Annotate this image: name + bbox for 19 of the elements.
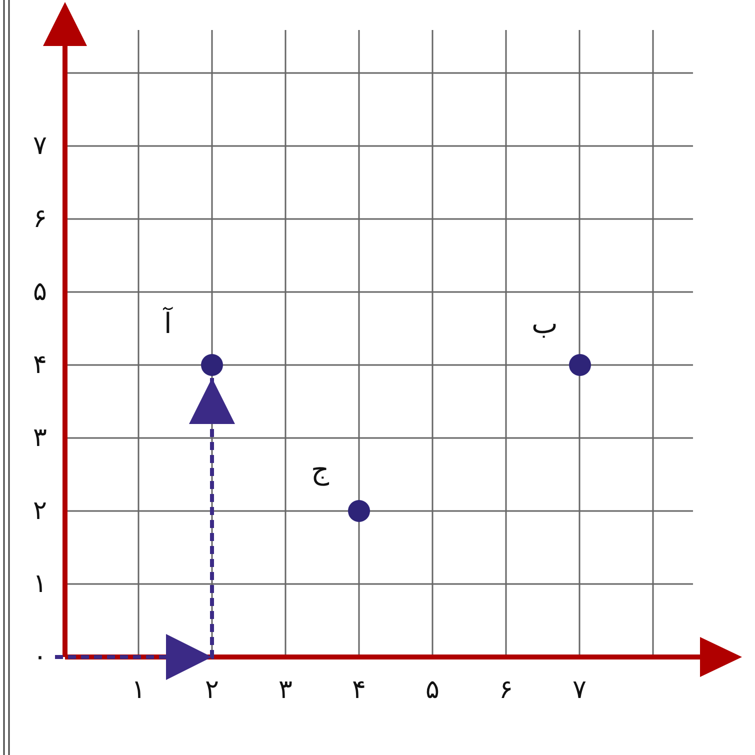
axis-tick-label: ۷ xyxy=(32,131,48,161)
point-label: ب xyxy=(532,307,558,341)
axis-tick-label: ۳ xyxy=(278,675,294,705)
point-label: آ xyxy=(164,307,172,341)
axis-tick-label: ۴ xyxy=(351,675,367,705)
axis-tick-label: ۵ xyxy=(32,277,48,307)
axis-tick-label: ۲ xyxy=(32,496,48,526)
axis-tick-label: ۱ xyxy=(32,569,48,599)
axis-tick-label: ۴ xyxy=(32,350,48,380)
origin-label: ۰ xyxy=(25,642,55,672)
axis-tick-label: ۳ xyxy=(32,423,48,453)
point-label: ج xyxy=(311,453,330,487)
axis-tick-label: ۶ xyxy=(498,675,514,705)
axis-tick-label: ۷ xyxy=(572,675,588,705)
path-arrow xyxy=(55,378,235,680)
axis-tick-label: ۲ xyxy=(204,675,220,705)
axis-tick-label: ۵ xyxy=(424,675,440,705)
axis-tick-label: ۶ xyxy=(32,204,48,234)
axis-tick-label: ۱ xyxy=(130,675,146,705)
